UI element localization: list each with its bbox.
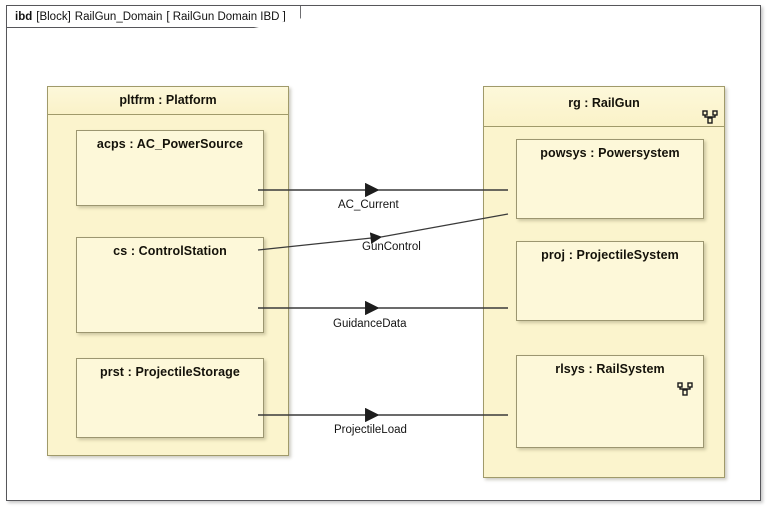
connector-label-guidance-data: GuidanceData (333, 318, 407, 330)
connector-label-projectile-load: ProjectileLoad (334, 424, 407, 436)
block-rg-body: powsys : Powersystem proj : ProjectileSy… (484, 127, 724, 476)
part-cs-label: cs : ControlStation (113, 244, 227, 258)
part-prst-label: prst : ProjectileStorage (100, 365, 240, 379)
part-proj[interactable]: proj : ProjectileSystem (516, 241, 704, 321)
part-proj-label: proj : ProjectileSystem (541, 248, 679, 262)
block-pltfrm-title: pltfrm : Platform (48, 87, 288, 115)
part-rlsys-label: rlsys : RailSystem (555, 362, 665, 376)
connector-label-gun-control: GunControl (362, 241, 421, 253)
diagram-block-name: RailGun_Domain (74, 10, 163, 23)
connector-label-ac-current: AC_Current (338, 199, 399, 211)
part-prst[interactable]: prst : ProjectileStorage (76, 358, 264, 438)
block-pltfrm[interactable]: pltfrm : Platform acps : AC_PowerSource … (47, 86, 289, 456)
block-pltfrm-body: acps : AC_PowerSource cs : ControlStatio… (48, 115, 288, 455)
composite-structure-icon (677, 382, 693, 396)
diagram-frame: ibd [Block] RailGun_Domain [ RailGun Dom… (6, 5, 761, 501)
part-acps-label: acps : AC_PowerSource (96, 137, 244, 151)
part-acps[interactable]: acps : AC_PowerSource (76, 130, 264, 206)
diagram-keyword: ibd (15, 10, 33, 23)
part-powsys-label: powsys : Powersystem (540, 146, 680, 160)
block-rg[interactable]: rg : RailGun powsys : Powersystem proj :… (483, 86, 725, 478)
part-rlsys[interactable]: rlsys : RailSystem (516, 355, 704, 448)
part-cs[interactable]: cs : ControlStation (76, 237, 264, 333)
part-powsys[interactable]: powsys : Powersystem (516, 139, 704, 219)
diagram-stereotype: [Block] (36, 10, 71, 23)
diagram-header-tab: ibd [Block] RailGun_Domain [ RailGun Dom… (7, 6, 301, 28)
block-rg-title: rg : RailGun (484, 87, 724, 127)
composite-structure-icon (702, 110, 718, 124)
diagram-view-name: [ RailGun Domain IBD ] (166, 10, 286, 23)
